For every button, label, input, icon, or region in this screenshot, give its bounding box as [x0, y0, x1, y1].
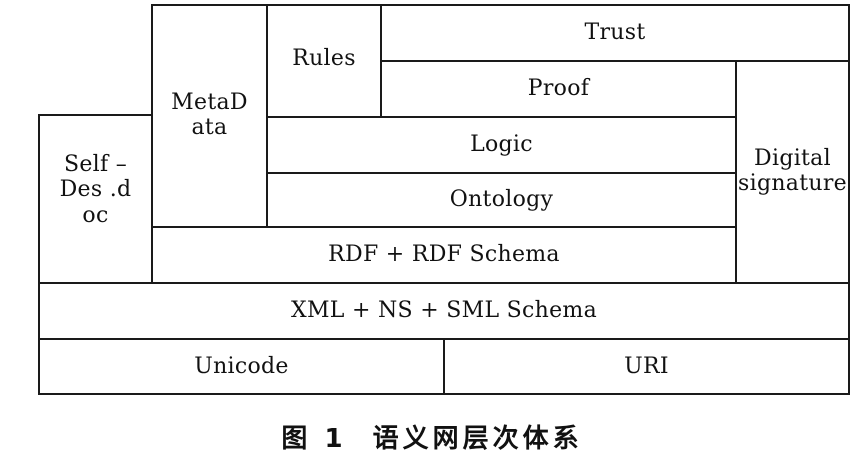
self-desc-doc-label-line-3: oc [82, 202, 109, 228]
logic-layer: Logic [266, 116, 737, 174]
self-desc-doc-label-line-2: Des .d [59, 177, 132, 203]
unicode-layer: Unicode [38, 338, 445, 395]
metadata-layer: MetaD ata [151, 4, 268, 228]
digital-signature-layer: Digital signature [735, 60, 850, 284]
rules-label: Rules [292, 46, 356, 71]
uri-layer: URI [443, 338, 850, 395]
xml-schema-label: XML + NS + SML Schema [290, 298, 598, 324]
uri-label: URI [624, 353, 669, 379]
proof-layer: Proof [380, 60, 737, 118]
figure-title: 语义网层次体系 [372, 424, 583, 454]
metadata-label-line-1: MetaD [171, 90, 248, 115]
unicode-label: Unicode [194, 353, 289, 379]
figure-caption: 图 1 语义网层次体系 [0, 418, 864, 455]
proof-label: Proof [527, 76, 590, 102]
rdf-schema-label: RDF + RDF Schema [328, 242, 560, 268]
digital-signature-label-line-2: signature [738, 171, 847, 197]
trust-label: Trust [584, 20, 646, 46]
logic-label: Logic [470, 132, 533, 158]
rules-layer: Rules [266, 4, 382, 118]
self-desc-doc-layer: Self – Des .d oc [38, 114, 153, 284]
ontology-layer: Ontology [266, 172, 737, 228]
trust-layer: Trust [380, 4, 850, 62]
ontology-label: Ontology [449, 187, 554, 213]
self-desc-doc-label-line-1: Self – [63, 152, 128, 177]
figure-number: 图 1 [281, 424, 347, 454]
metadata-label-line-2: ata [191, 115, 228, 141]
rdf-schema-layer: RDF + RDF Schema [151, 226, 737, 284]
digital-signature-label-line-1: Digital [754, 146, 831, 171]
xml-schema-layer: XML + NS + SML Schema [38, 282, 850, 340]
